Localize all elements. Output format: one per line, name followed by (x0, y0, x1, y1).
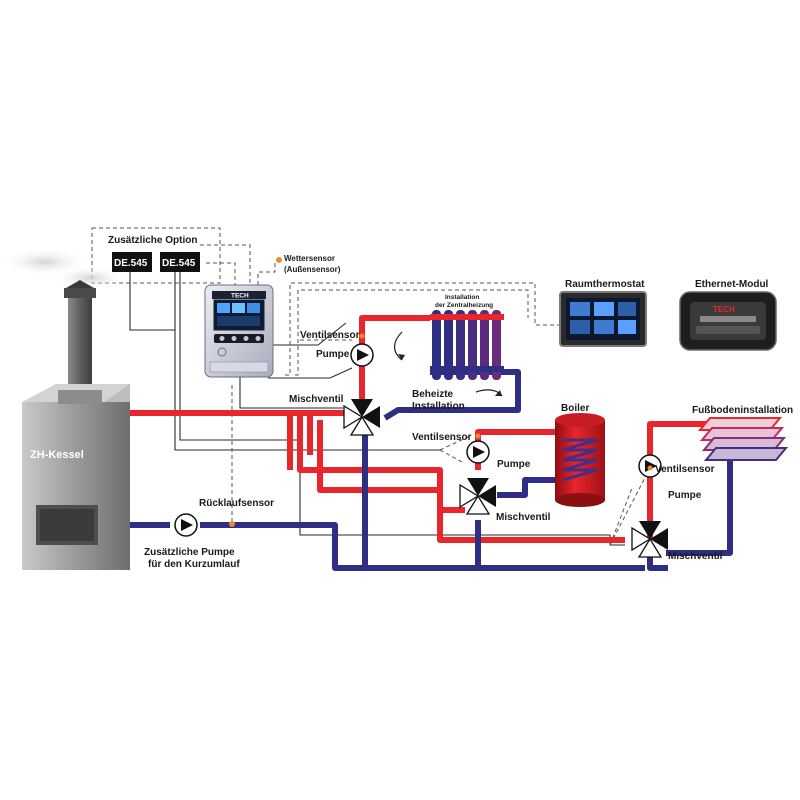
sensor-dots (229, 257, 653, 527)
control-wires (91, 227, 651, 546)
labels: Zusätzliche Option Wettersensor (Außense… (108, 235, 793, 570)
mixing-valve-3-icon (631, 521, 668, 558)
valve-sensor-3-label: Ventilsensor (655, 464, 715, 475)
hot-water-tank (555, 413, 605, 507)
central-heating-sub-label: der Zentralheizung (435, 302, 493, 309)
heated-installation-label: Beheizte (412, 389, 454, 400)
weather-sensor-label: Wettersensor (284, 254, 335, 263)
valve-sensor-1-dot (359, 333, 365, 339)
main-boiler: ZH-Kessel (0, 248, 130, 570)
weather-sensor-dot (276, 257, 282, 263)
controller-brand: TECH (231, 293, 249, 300)
return-sensor-label: Rücklaufsensor (199, 498, 274, 509)
main-controller: TECH (204, 284, 274, 378)
return-sensor-dot (229, 521, 235, 527)
mixing-valve-1-label: Mischventil (289, 394, 344, 405)
room-thermostat (559, 291, 647, 347)
ethernet-module: TECH (679, 291, 777, 351)
module-1: DE.545 (112, 252, 152, 272)
pump-2-label: Pumpe (497, 459, 531, 470)
main-boiler-label: ZH-Kessel (30, 449, 84, 461)
ethernet-brand: TECH (713, 305, 735, 314)
extra-pump-sub-label: für den Kurzumlauf (148, 559, 240, 570)
module-2: DE.545 (160, 252, 200, 272)
floor-heating-panels (697, 417, 789, 461)
valve-sensor-1-label: Ventilsensor (300, 330, 360, 341)
ethernet-module-label: Ethernet-Modul (695, 279, 769, 290)
mixing-valve-3-label: Mischventil (668, 551, 723, 562)
mixing-valve-1-icon (343, 399, 380, 436)
extra-pump-icon (174, 513, 198, 537)
main-supply-pipe (130, 410, 465, 513)
mixing-valve-2-label: Mischventil (496, 512, 551, 523)
floor-installation-label: Fußbodeninstallation (692, 405, 793, 416)
valve-sensor-2-dot (475, 433, 481, 439)
valve-sensor-2-label: Ventilsensor (412, 432, 472, 443)
radiator (393, 310, 504, 397)
mixing-valve-2-icon (459, 478, 496, 515)
boiler-label: Boiler (561, 403, 589, 414)
heated-installation-sub-label: Installation (412, 401, 465, 412)
extra-pump-label: Zusätzliche Pumpe (144, 547, 235, 558)
valve-sensor-3-dot (647, 465, 653, 471)
weather-sensor-sub-label: (Außensensor) (284, 265, 341, 274)
module-1-label: DE.545 (114, 258, 148, 269)
module-2-label: DE.545 (162, 258, 196, 269)
pump-3-label: Pumpe (668, 490, 702, 501)
optional-box (91, 227, 221, 284)
pipes (130, 315, 733, 571)
pump-1-icon (350, 343, 374, 367)
pump-1-label: Pumpe (316, 349, 350, 360)
optional-label: Zusätzliche Option (108, 235, 197, 246)
room-thermostat-label: Raumthermostat (565, 279, 645, 290)
pump-2-icon (466, 440, 490, 464)
central-heating-label: Installation (445, 294, 479, 301)
